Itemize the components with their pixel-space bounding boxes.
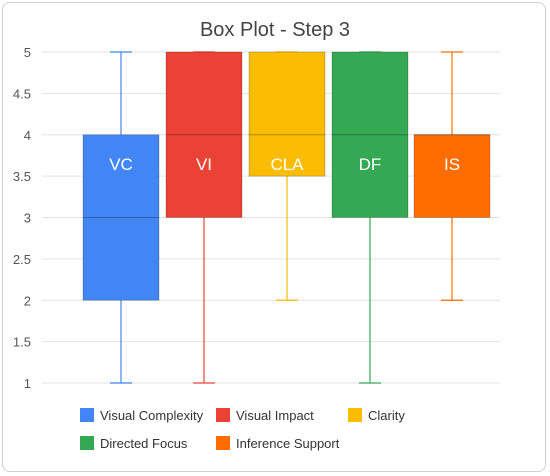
box-df: DF: [331, 51, 409, 384]
legend-label: Directed Focus: [100, 436, 188, 451]
legend-label: Visual Complexity: [100, 408, 204, 423]
legend-item: Clarity: [348, 408, 405, 423]
legend-item: Inference Support: [216, 436, 340, 451]
box-body: [248, 51, 326, 177]
legend-swatch: [216, 436, 230, 450]
box-body: [165, 51, 243, 218]
legend-label: Inference Support: [236, 436, 340, 451]
chart-title: Box Plot - Step 3: [200, 19, 350, 41]
box-series: VC VI CLA DF IS: [82, 51, 491, 384]
box-body: [413, 134, 491, 218]
legend-label: Clarity: [368, 408, 405, 423]
box-label: DF: [359, 155, 382, 174]
y-tick-label: 4: [24, 128, 31, 143]
y-tick-label: 1: [24, 376, 31, 391]
legend-swatch: [80, 408, 94, 422]
box-body: [82, 134, 160, 301]
y-tick-label: 2.5: [13, 252, 31, 267]
legend-label: Visual Impact: [236, 408, 314, 423]
y-tick-label: 3: [24, 211, 31, 226]
box-vc: VC: [82, 51, 160, 384]
legend-item: Visual Complexity: [80, 408, 204, 423]
y-axis: 1 1.5 2 2.5 3 3.5 4 4.5 5: [13, 45, 31, 391]
y-tick-label: 5: [24, 45, 31, 60]
box-vi: VI: [165, 51, 243, 384]
legend-item: Visual Impact: [216, 408, 314, 423]
y-tick-label: 2: [24, 293, 31, 308]
box-is: IS: [413, 51, 491, 301]
box-label: CLA: [270, 155, 304, 174]
box-label: VC: [109, 155, 133, 174]
box-label: VI: [196, 155, 212, 174]
box-label: IS: [444, 155, 460, 174]
legend-swatch: [216, 408, 230, 422]
box-cla: CLA: [248, 51, 326, 301]
legend: Visual Complexity Visual Impact ClarityDir…: [80, 408, 405, 451]
legend-item: Directed Focus: [80, 436, 188, 451]
box-body: [331, 51, 409, 218]
y-tick-label: 1.5: [13, 335, 31, 350]
legend-swatch: [348, 408, 362, 422]
y-tick-label: 4.5: [13, 86, 31, 101]
legend-swatch: [80, 436, 94, 450]
y-tick-label: 3.5: [13, 169, 31, 184]
